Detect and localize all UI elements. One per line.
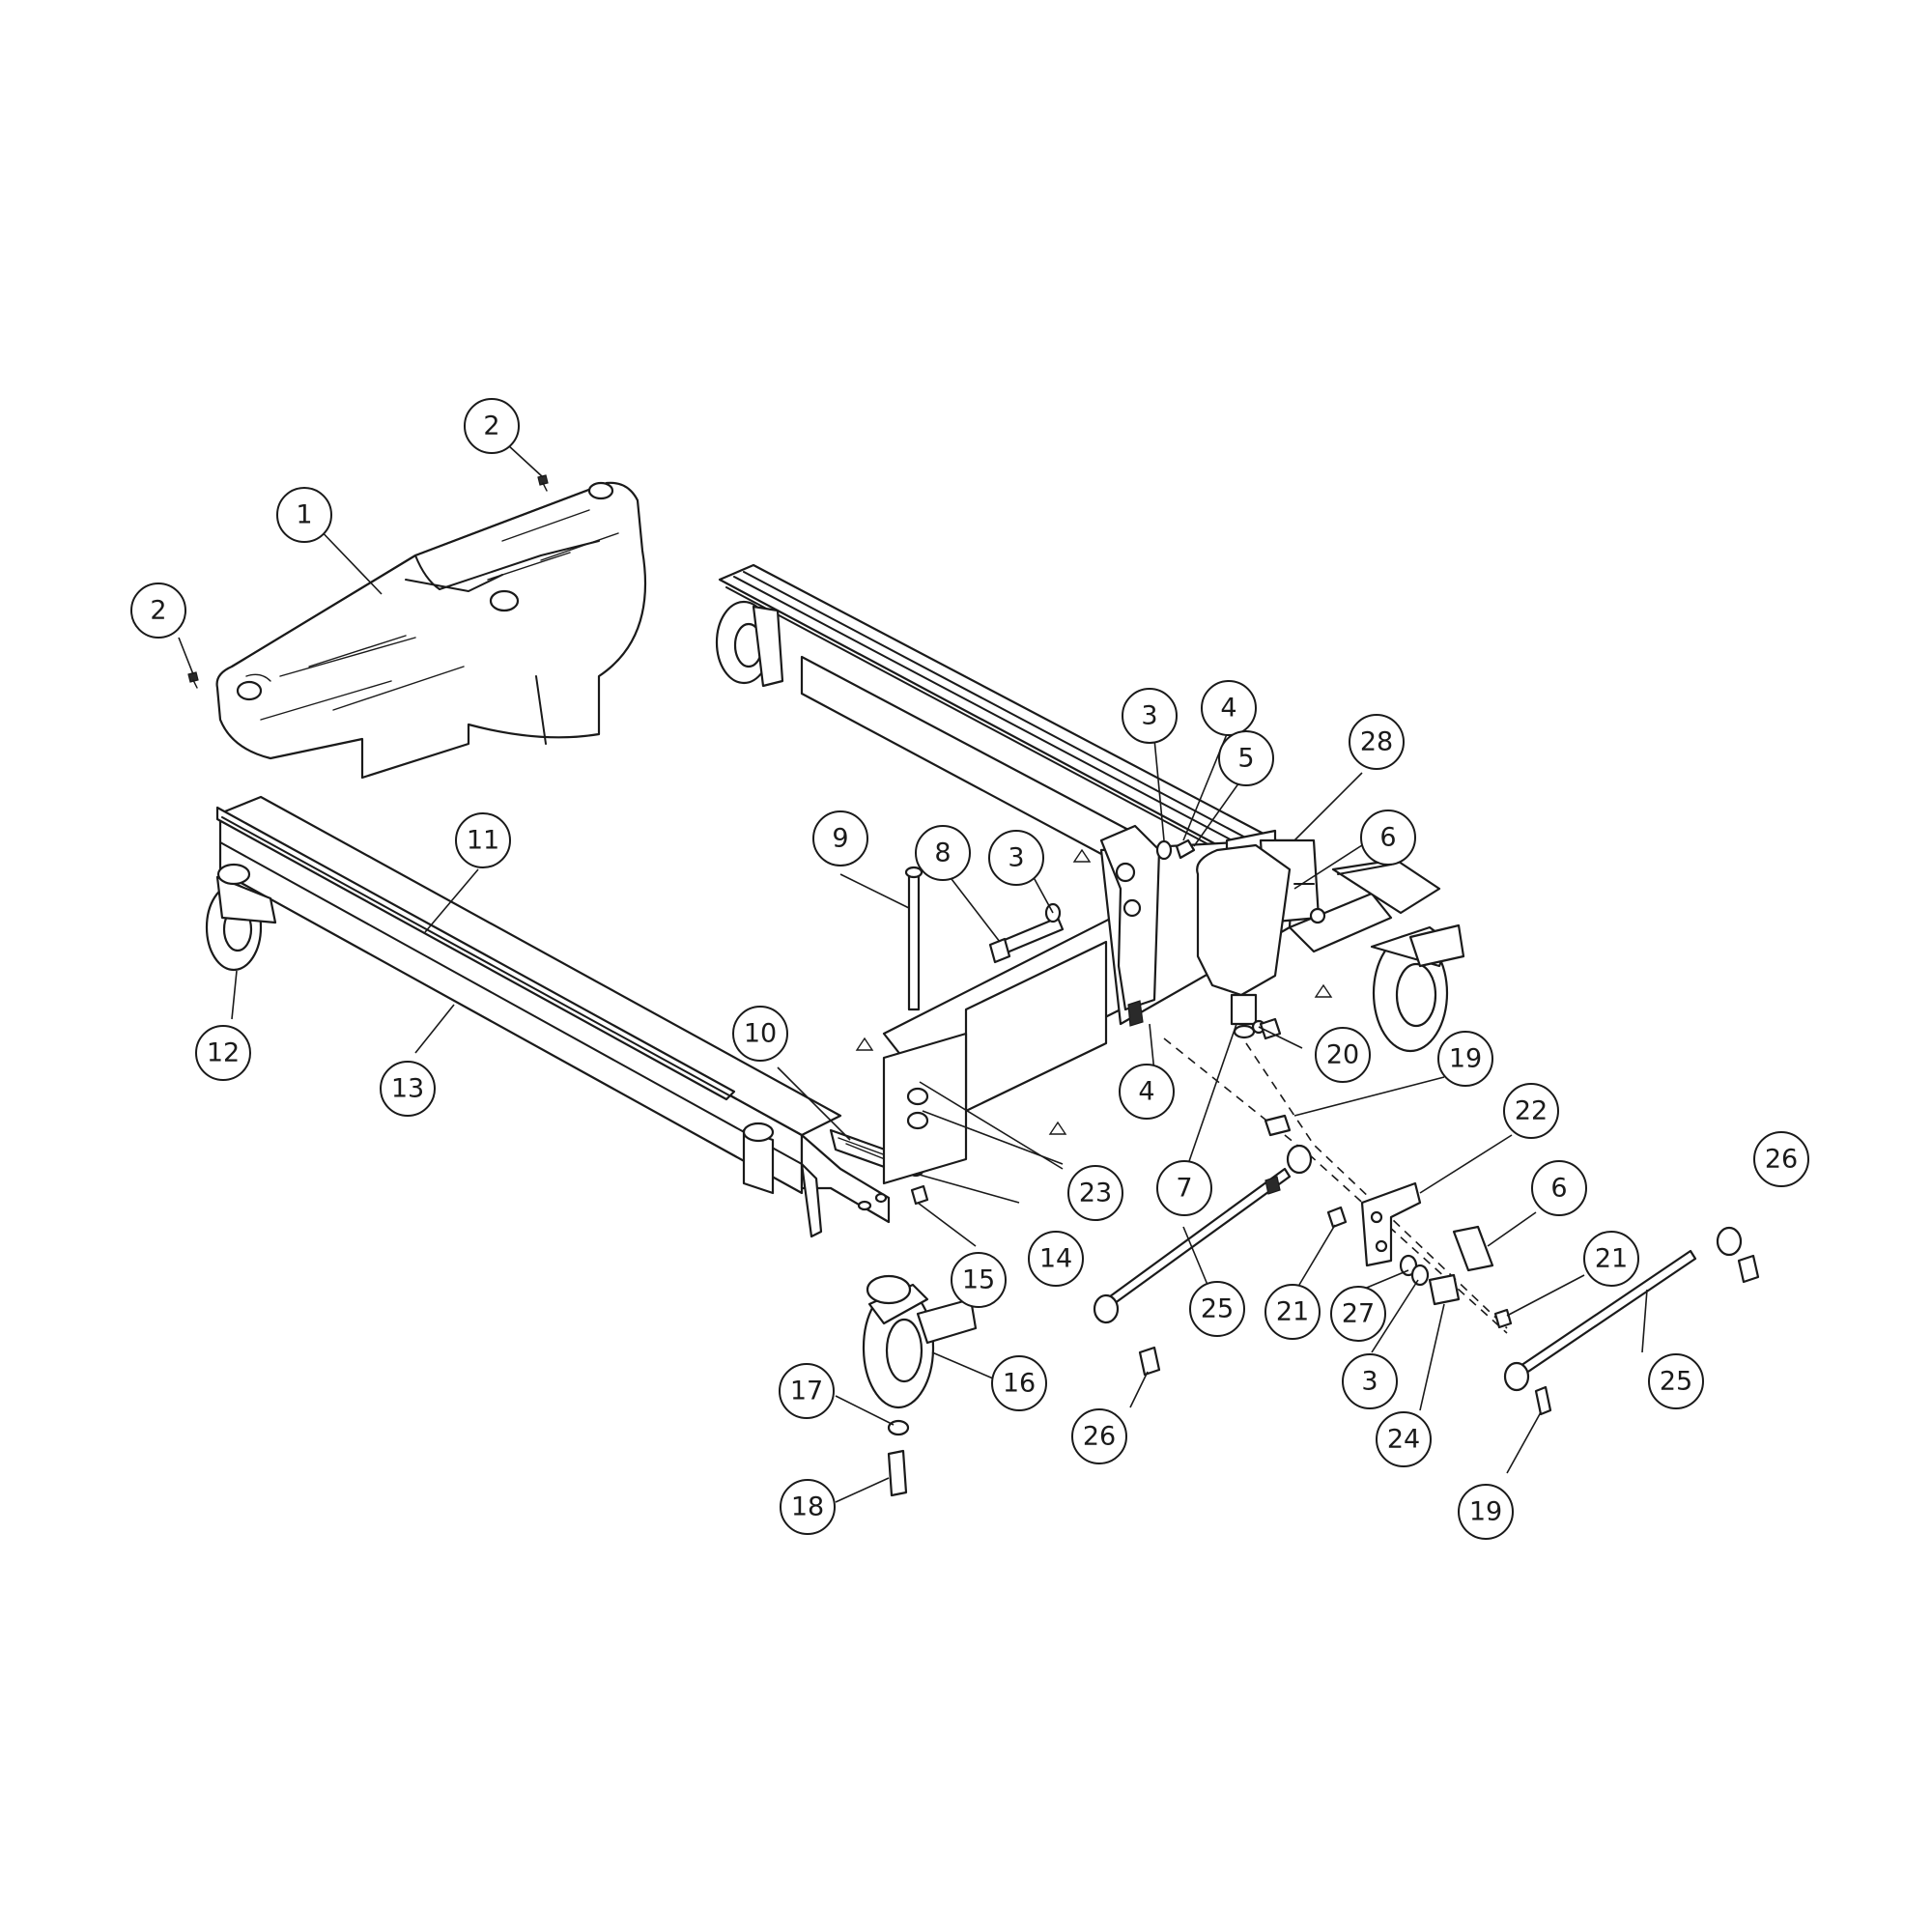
callout-2-left: 2: [130, 582, 186, 639]
svg-text:11: 11: [467, 826, 499, 856]
callout-3-b: 3: [988, 830, 1044, 886]
callout-10: 10: [732, 1006, 788, 1062]
callout-leaders: [178, 443, 1648, 1503]
bracket-plate-part: [1360, 1181, 1422, 1267]
callout-bubbles: 1 2 2 3 4 5 28 6 9 8 3 11 12 13 10 23 4 …: [130, 398, 1809, 1540]
svg-text:20: 20: [1326, 1040, 1359, 1070]
callout-4-a: 4: [1201, 680, 1257, 736]
callout-20: 20: [1315, 1027, 1371, 1083]
callout-24: 24: [1376, 1411, 1432, 1467]
callout-26-a: 26: [1753, 1131, 1809, 1187]
link-rod-left: [1093, 1144, 1313, 1324]
callout-16: 16: [991, 1355, 1047, 1411]
long-bolt-part: [904, 866, 923, 1011]
callout-13: 13: [380, 1061, 436, 1117]
arrow-markers: [855, 848, 1333, 1135]
callout-6-b: 6: [1531, 1160, 1587, 1216]
svg-text:19: 19: [1449, 1044, 1482, 1074]
svg-text:13: 13: [391, 1074, 424, 1104]
callout-25-a: 25: [1189, 1281, 1245, 1337]
callout-1: 1: [276, 487, 332, 543]
svg-text:6: 6: [1550, 1174, 1567, 1204]
link-rod-right: [1503, 1226, 1743, 1392]
callout-7: 7: [1156, 1160, 1212, 1216]
svg-text:25: 25: [1201, 1294, 1234, 1324]
svg-text:15: 15: [962, 1265, 995, 1295]
callout-2-top: 2: [464, 398, 520, 454]
svg-text:22: 22: [1515, 1096, 1548, 1126]
callout-15: 15: [951, 1252, 1007, 1308]
callout-12: 12: [195, 1025, 251, 1081]
caster-nut-bolt: [887, 1419, 910, 1497]
callout-19-a: 19: [1437, 1031, 1493, 1087]
svg-text:7: 7: [1176, 1174, 1192, 1204]
callout-23: 23: [1067, 1165, 1123, 1221]
svg-text:8: 8: [934, 838, 951, 868]
svg-text:2: 2: [483, 412, 499, 441]
callout-22: 22: [1503, 1083, 1559, 1139]
callout-28: 28: [1349, 714, 1405, 770]
callout-14: 14: [1028, 1231, 1084, 1287]
callout-19-b: 19: [1458, 1484, 1514, 1540]
svg-text:24: 24: [1387, 1425, 1420, 1455]
front-right-caster-part: [1288, 858, 1465, 1053]
right-leg-part: [715, 563, 1282, 871]
svg-text:16: 16: [1003, 1369, 1036, 1399]
svg-text:4: 4: [1138, 1077, 1154, 1107]
svg-text:19: 19: [1469, 1497, 1502, 1527]
svg-text:14: 14: [1039, 1244, 1072, 1274]
callout-8: 8: [915, 825, 971, 881]
callout-9: 9: [812, 810, 868, 867]
callout-3-c: 3: [1342, 1353, 1398, 1409]
left-leg-part: [205, 795, 891, 1238]
callout-27: 27: [1330, 1286, 1386, 1342]
callout-6-a: 6: [1360, 810, 1416, 866]
callout-5: 5: [1218, 730, 1274, 786]
callout-26-b: 26: [1071, 1408, 1127, 1464]
screw-2-top: [537, 474, 549, 492]
svg-text:21: 21: [1595, 1244, 1628, 1274]
caster-wheel-part: [862, 1274, 978, 1409]
base-cover-part: [215, 481, 647, 780]
screw-bolts: [1138, 1254, 1760, 1416]
svg-text:10: 10: [744, 1019, 777, 1049]
callout-11: 11: [455, 812, 511, 868]
svg-text:21: 21: [1276, 1297, 1309, 1327]
callout-4-b: 4: [1119, 1064, 1175, 1120]
callout-3-a: 3: [1122, 688, 1178, 744]
callout-21-a: 21: [1264, 1284, 1321, 1340]
svg-text:3: 3: [1361, 1367, 1378, 1397]
svg-text:26: 26: [1083, 1422, 1116, 1452]
small-hardware: [1259, 1017, 1513, 1329]
svg-text:6: 6: [1379, 823, 1396, 853]
plate-bushing-part: [882, 1032, 968, 1185]
svg-text:12: 12: [207, 1038, 240, 1068]
svg-text:4: 4: [1220, 694, 1236, 724]
svg-text:17: 17: [790, 1377, 823, 1406]
svg-text:18: 18: [791, 1492, 824, 1522]
svg-text:28: 28: [1360, 727, 1393, 757]
svg-text:23: 23: [1079, 1179, 1112, 1208]
svg-text:3: 3: [1008, 843, 1024, 873]
svg-text:25: 25: [1660, 1367, 1692, 1397]
svg-text:27: 27: [1342, 1299, 1375, 1329]
svg-text:26: 26: [1765, 1145, 1798, 1175]
callout-21-b: 21: [1583, 1231, 1639, 1287]
svg-text:1: 1: [296, 500, 312, 530]
callout-17: 17: [779, 1363, 835, 1419]
svg-text:5: 5: [1237, 744, 1254, 774]
bolt-part: [988, 916, 1065, 964]
screw-2-left: [187, 671, 199, 689]
callout-25-b: 25: [1648, 1353, 1704, 1409]
svg-text:2: 2: [150, 596, 166, 626]
callout-18: 18: [780, 1479, 836, 1535]
svg-text:9: 9: [832, 824, 848, 854]
svg-text:3: 3: [1141, 701, 1157, 731]
